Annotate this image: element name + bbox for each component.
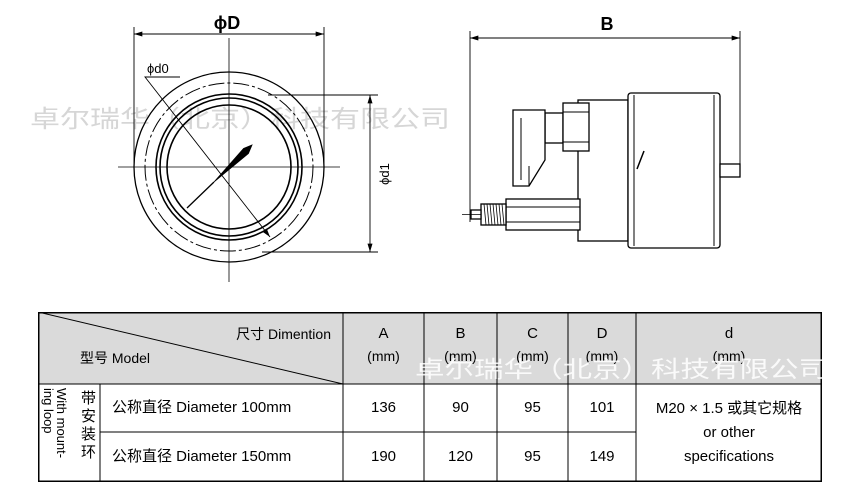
header-diagonal xyxy=(38,312,344,385)
group-label-english-line: ing loop xyxy=(41,388,56,434)
pointer-mark xyxy=(636,150,645,170)
column-header-thread-name: d xyxy=(724,325,734,342)
thread-line xyxy=(498,203,502,226)
side-view xyxy=(462,31,741,249)
B-label: B xyxy=(601,14,614,34)
row-1-c: 95 xyxy=(524,399,541,416)
column-header-d-unit: (mm) xyxy=(585,348,619,364)
thread-spec-line: M20 × 1.5 或其它规格 xyxy=(655,400,803,417)
group-label-english: With mount- ing loop xyxy=(41,388,69,459)
table-grid xyxy=(38,312,822,482)
row-2-a: 190 xyxy=(370,448,397,465)
needle-tail xyxy=(186,181,215,209)
front-view xyxy=(118,27,378,282)
row-1-d: 101 xyxy=(589,399,615,416)
thread-line xyxy=(486,203,490,226)
case-body xyxy=(627,92,721,249)
row-2-d: 149 xyxy=(589,448,615,465)
column-header-a: A (mm) xyxy=(343,322,424,374)
column-header-a-unit: (mm) xyxy=(367,348,400,364)
dimension-header-label: 尺寸 Dimention xyxy=(236,326,331,342)
row-2-model: 公称直径 Diameter 150mm xyxy=(112,448,292,465)
row-1-b: 90 xyxy=(452,399,469,416)
header-background xyxy=(38,312,822,384)
thread-line xyxy=(492,203,496,226)
phi-d1-label: ϕd1 xyxy=(377,163,392,185)
hex-fitting xyxy=(505,198,581,231)
connector-nut xyxy=(562,102,590,152)
thread-line xyxy=(495,203,499,226)
row-2-b: 120 xyxy=(447,448,474,465)
back-pin xyxy=(719,163,741,178)
table-border xyxy=(38,312,822,482)
column-header-c-unit: (mm) xyxy=(516,348,549,364)
thread-spec-cell: M20 × 1.5 或其它规格 or other specifications xyxy=(636,384,822,482)
phi-D-label: ϕD xyxy=(214,13,241,33)
column-header-b-unit: (mm) xyxy=(444,348,477,364)
thread-spec-line: or other xyxy=(703,424,755,441)
model-header-label: 型号 Model xyxy=(80,350,151,366)
group-label-chinese: 带安装环 xyxy=(79,390,96,462)
column-header-b: B (mm) xyxy=(424,322,497,374)
row-1-model: 公称直径 Diameter 100mm xyxy=(112,399,292,416)
needle xyxy=(213,144,253,183)
column-header-d-name: D xyxy=(596,325,608,342)
thread-line xyxy=(501,203,505,226)
drawing-watermark: 卓尔瑞华（北京）科技有限公司 xyxy=(30,106,450,133)
column-header-a-name: A xyxy=(378,325,389,342)
row-2-c: 95 xyxy=(524,448,541,465)
dimension-table: 尺寸 Dimention 型号 Model A (mm) B (mm) C (m… xyxy=(38,312,822,482)
column-header-c-name: C xyxy=(527,325,538,342)
row-1-a: 136 xyxy=(370,399,397,416)
column-header-b-name: B xyxy=(455,325,466,342)
column-header-d: D (mm) xyxy=(568,322,636,374)
group-label-english-line: With mount- xyxy=(54,388,69,459)
thread-line xyxy=(489,203,493,226)
thread-line xyxy=(483,203,487,226)
column-header-thread: d (mm) xyxy=(636,322,822,374)
column-header-c: C (mm) xyxy=(497,322,568,374)
technical-drawing: 卓尔瑞华（北京）科技有限公司 ϕD ϕd0 ϕd1 xyxy=(30,13,741,282)
column-header-thread-unit: (mm) xyxy=(712,348,746,364)
connector-neck xyxy=(544,112,564,144)
thread-spec-line: specifications xyxy=(683,448,775,465)
thread-hatching xyxy=(483,203,505,226)
phi-d0-label: ϕd0 xyxy=(147,61,169,76)
phi-d0-leader-line xyxy=(144,76,271,238)
